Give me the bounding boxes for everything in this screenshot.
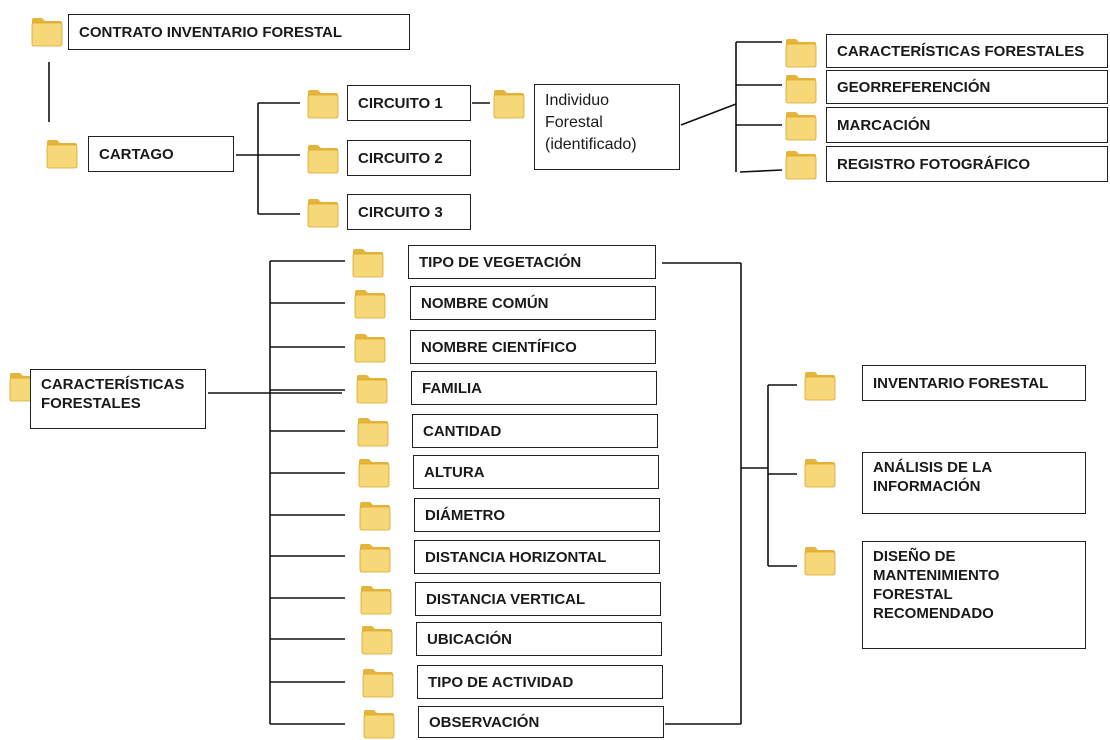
folder-icon <box>784 147 818 181</box>
connector-line <box>680 103 737 126</box>
circuit-node[interactable]: CIRCUITO 3 <box>347 194 471 230</box>
attribute-node[interactable]: OBSERVACIÓN <box>418 706 664 738</box>
output-node[interactable]: ANÁLISIS DE LA INFORMACIÓN <box>862 452 1086 514</box>
folder-icon <box>803 543 837 577</box>
folder-icon <box>355 371 389 405</box>
attribute-node[interactable]: DISTANCIA VERTICAL <box>415 582 661 616</box>
folder-icon <box>306 86 340 120</box>
output-node[interactable]: DISEÑO DE MANTENIMIENTO FORESTAL RECOMEN… <box>862 541 1086 649</box>
root-node[interactable]: CONTRATO INVENTARIO FORESTAL <box>68 14 410 50</box>
folder-icon <box>357 455 391 489</box>
attribute-node[interactable]: ALTURA <box>413 455 659 489</box>
folder-icon <box>30 14 64 48</box>
folder-icon <box>306 195 340 229</box>
folder-icon <box>306 141 340 175</box>
attribute-node[interactable]: UBICACIÓN <box>416 622 662 656</box>
folder-icon <box>784 108 818 142</box>
folder-icon <box>803 455 837 489</box>
folder-icon <box>784 35 818 69</box>
folder-icon <box>353 330 387 364</box>
attribute-node[interactable]: TIPO DE ACTIVIDAD <box>417 665 663 699</box>
individual-child-node[interactable]: GEORREFERENCIÓN <box>826 70 1108 104</box>
folder-icon <box>359 582 393 616</box>
folder-icon <box>358 540 392 574</box>
attribute-node[interactable]: FAMILIA <box>411 371 657 405</box>
folder-icon <box>353 286 387 320</box>
attribute-node[interactable]: DISTANCIA HORIZONTAL <box>414 540 660 574</box>
individual-child-node[interactable]: REGISTRO FOTOGRÁFICO <box>826 146 1108 182</box>
attribute-node[interactable]: DIÁMETRO <box>414 498 660 532</box>
folder-icon <box>356 414 390 448</box>
attribute-node[interactable]: NOMBRE CIENTÍFICO <box>410 330 656 364</box>
circuit-node[interactable]: CIRCUITO 1 <box>347 85 471 121</box>
individual-node[interactable]: Individuo Forestal (identificado) <box>534 84 680 170</box>
attribute-node[interactable]: NOMBRE COMÚN <box>410 286 656 320</box>
characteristics-node[interactable]: CARACTERÍSTICAS FORESTALES <box>30 369 206 429</box>
folder-icon <box>360 622 394 656</box>
attribute-node[interactable]: CANTIDAD <box>412 414 658 448</box>
folder-icon <box>351 245 385 279</box>
connector-line <box>739 169 783 173</box>
attribute-node[interactable]: TIPO DE VEGETACIÓN <box>408 245 656 279</box>
folder-icon <box>361 665 395 699</box>
individual-child-node[interactable]: MARCACIÓN <box>826 107 1108 143</box>
region-node[interactable]: CARTAGO <box>88 136 234 172</box>
folder-icon <box>803 368 837 402</box>
folder-icon <box>784 71 818 105</box>
folder-icon <box>362 706 396 740</box>
folder-icon <box>45 136 79 170</box>
folder-icon <box>492 86 526 120</box>
folder-icon <box>358 498 392 532</box>
output-node[interactable]: INVENTARIO FORESTAL <box>862 365 1086 401</box>
individual-child-node[interactable]: CARACTERÍSTICAS FORESTALES <box>826 34 1108 68</box>
circuit-node[interactable]: CIRCUITO 2 <box>347 140 471 176</box>
